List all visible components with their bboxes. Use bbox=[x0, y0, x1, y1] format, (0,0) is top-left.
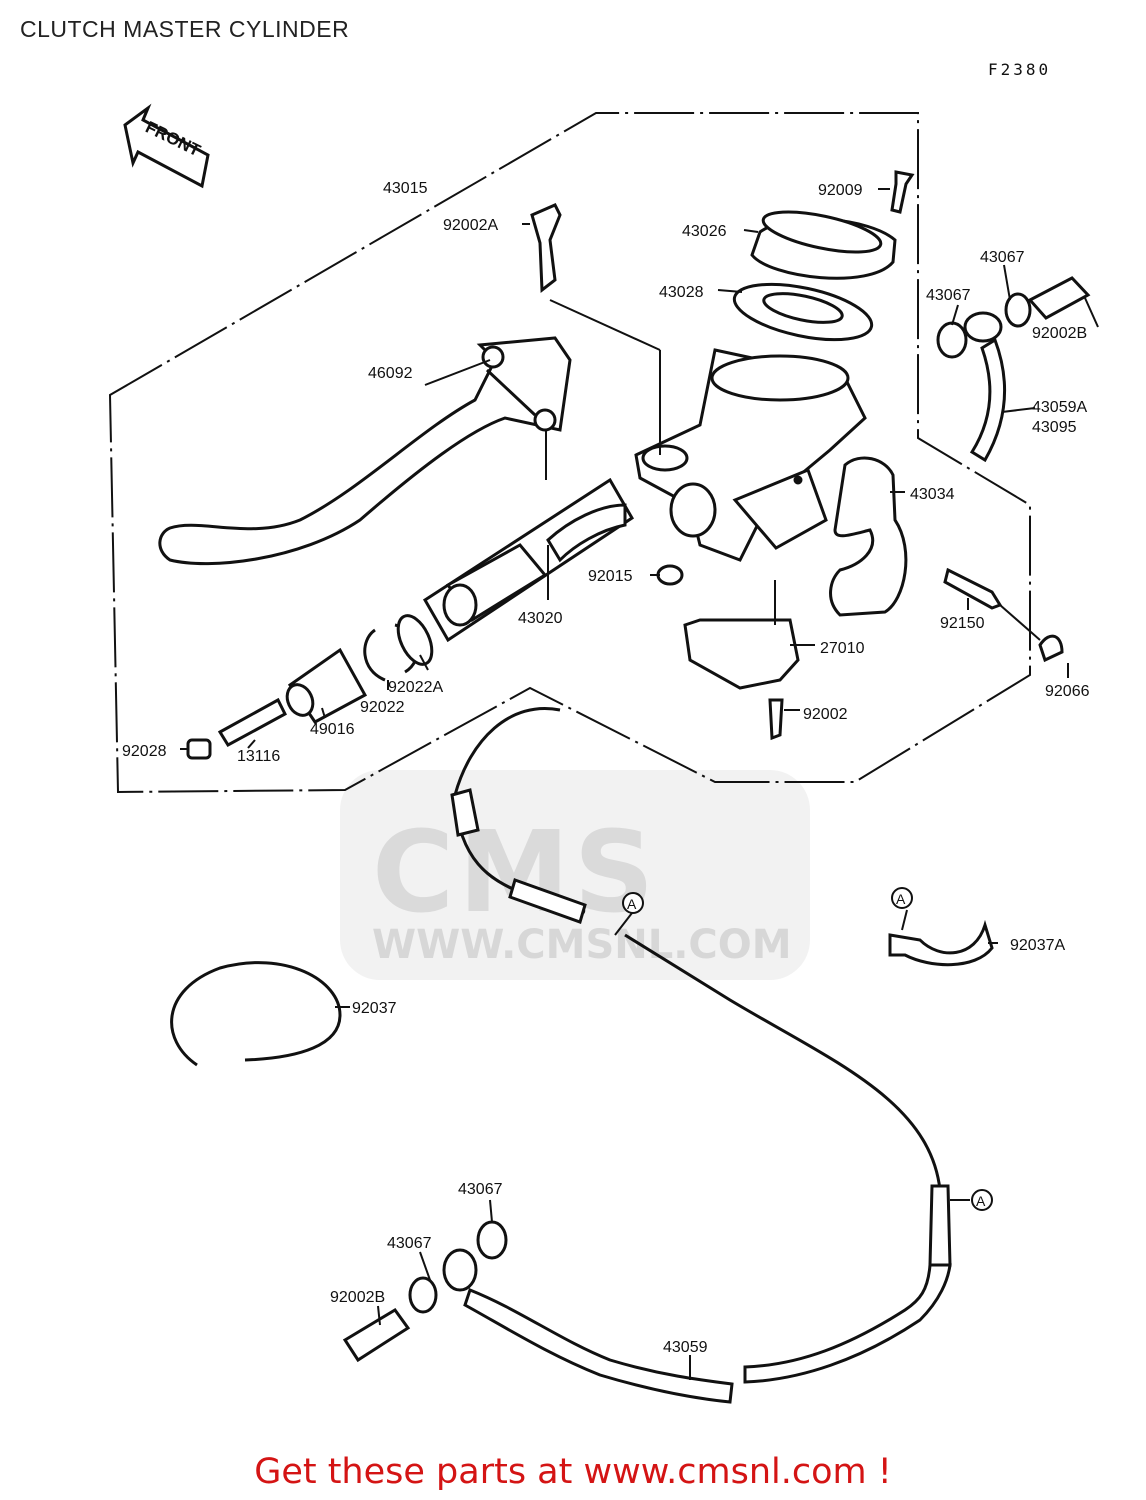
callout-43067-top-left: 43067 bbox=[926, 287, 971, 304]
callout-92015: 92015 bbox=[588, 568, 633, 585]
cable-adjuster bbox=[508, 878, 587, 924]
clamp-bolt bbox=[943, 567, 1003, 610]
reservoir-cap bbox=[750, 210, 897, 280]
svg-text:A: A bbox=[976, 1193, 986, 1209]
callout-92002a: 92002A bbox=[443, 217, 498, 234]
callout-43067-top-right: 43067 bbox=[980, 249, 1025, 266]
callout-92022: 92022 bbox=[360, 699, 405, 716]
leader-lines bbox=[180, 188, 1099, 1380]
callout-27010: 27010 bbox=[820, 640, 865, 657]
lower-banjo bbox=[442, 1248, 478, 1292]
bolt-cap bbox=[1038, 634, 1064, 663]
lever-pivot-bolt bbox=[530, 203, 562, 293]
callout-43059a: 43059A bbox=[1032, 399, 1087, 416]
callout-92028: 92028 bbox=[122, 743, 167, 760]
switch-screw bbox=[768, 698, 784, 741]
svg-text:A: A bbox=[896, 891, 906, 907]
ref-marker-a-lower: A bbox=[971, 1189, 993, 1211]
top-washer-2 bbox=[1004, 292, 1032, 328]
ref-marker-a-cable: A bbox=[622, 892, 644, 914]
callout-43067-lower-top: 43067 bbox=[458, 1181, 503, 1198]
cable-band bbox=[170, 961, 342, 1067]
callout-92002: 92002 bbox=[803, 706, 848, 723]
lower-banjo-bolt bbox=[342, 1308, 411, 1363]
front-arrow: FRONT bbox=[123, 103, 210, 189]
callout-92002b: 92002B bbox=[1032, 325, 1087, 342]
cable-end-fitting bbox=[928, 1184, 952, 1267]
nut-92015 bbox=[656, 564, 684, 586]
page-title: CLUTCH MASTER CYLINDER bbox=[20, 16, 350, 42]
watermark-logo: CMS bbox=[372, 808, 659, 938]
callout-43028: 43028 bbox=[659, 284, 704, 301]
callout-46092: 46092 bbox=[368, 365, 413, 382]
top-washer-1 bbox=[936, 321, 968, 359]
watermark-url: WWW.CMSNL.COM bbox=[372, 922, 792, 968]
svg-text:A: A bbox=[627, 896, 637, 912]
callout-43015: 43015 bbox=[383, 180, 428, 197]
lower-hose-right bbox=[743, 1263, 952, 1384]
cable-clamp bbox=[888, 919, 994, 967]
rod-cap bbox=[186, 738, 212, 760]
top-hose bbox=[969, 337, 1007, 463]
lower-washer-2 bbox=[408, 1276, 438, 1314]
piston-assembly bbox=[422, 477, 635, 643]
callout-92037: 92037 bbox=[352, 1000, 397, 1017]
callout-92037a: 92037A bbox=[1010, 937, 1065, 954]
reservoir-diaphragm bbox=[732, 282, 874, 342]
callout-43067-lower-left: 43067 bbox=[387, 1235, 432, 1252]
master-cylinder-body bbox=[634, 348, 867, 562]
assembly-boundary bbox=[108, 112, 1031, 794]
dust-boot bbox=[285, 647, 368, 724]
callout-92009: 92009 bbox=[818, 182, 863, 199]
callout-92022a: 92022A bbox=[388, 679, 443, 696]
clutch-cable bbox=[453, 707, 942, 1280]
figure-code: F2380 bbox=[988, 60, 1052, 79]
clutch-lever bbox=[158, 336, 572, 566]
cable-sleeve bbox=[450, 788, 480, 837]
callout-92002b-lower: 92002B bbox=[330, 1289, 385, 1306]
cap-screw bbox=[890, 170, 915, 214]
callout-92150: 92150 bbox=[940, 615, 985, 632]
lower-hose bbox=[463, 1288, 734, 1404]
callout-43020: 43020 bbox=[518, 610, 563, 627]
clutch-switch bbox=[683, 618, 800, 690]
top-banjo bbox=[963, 311, 1003, 343]
handlebar-clamp bbox=[829, 456, 908, 617]
callout-92066: 92066 bbox=[1045, 683, 1090, 700]
callout-43034: 43034 bbox=[910, 486, 955, 503]
callout-43095: 43095 bbox=[1032, 419, 1077, 436]
callout-43026: 43026 bbox=[682, 223, 727, 240]
seal-ring bbox=[396, 614, 434, 666]
lower-washer-1 bbox=[476, 1220, 508, 1260]
promo-link[interactable]: Get these parts at www.cmsnl.com ! bbox=[254, 1452, 892, 1492]
callout-labels: 43015 92002A 46092 43026 43028 92009 430… bbox=[122, 180, 1090, 1356]
callout-43059: 43059 bbox=[663, 1339, 708, 1356]
callout-13116: 13116 bbox=[237, 748, 280, 765]
push-rod bbox=[217, 697, 287, 747]
callout-49016: 49016 bbox=[310, 721, 355, 738]
top-banjo-bolt bbox=[1027, 276, 1091, 320]
ref-marker-a-clamp: A bbox=[891, 887, 913, 909]
